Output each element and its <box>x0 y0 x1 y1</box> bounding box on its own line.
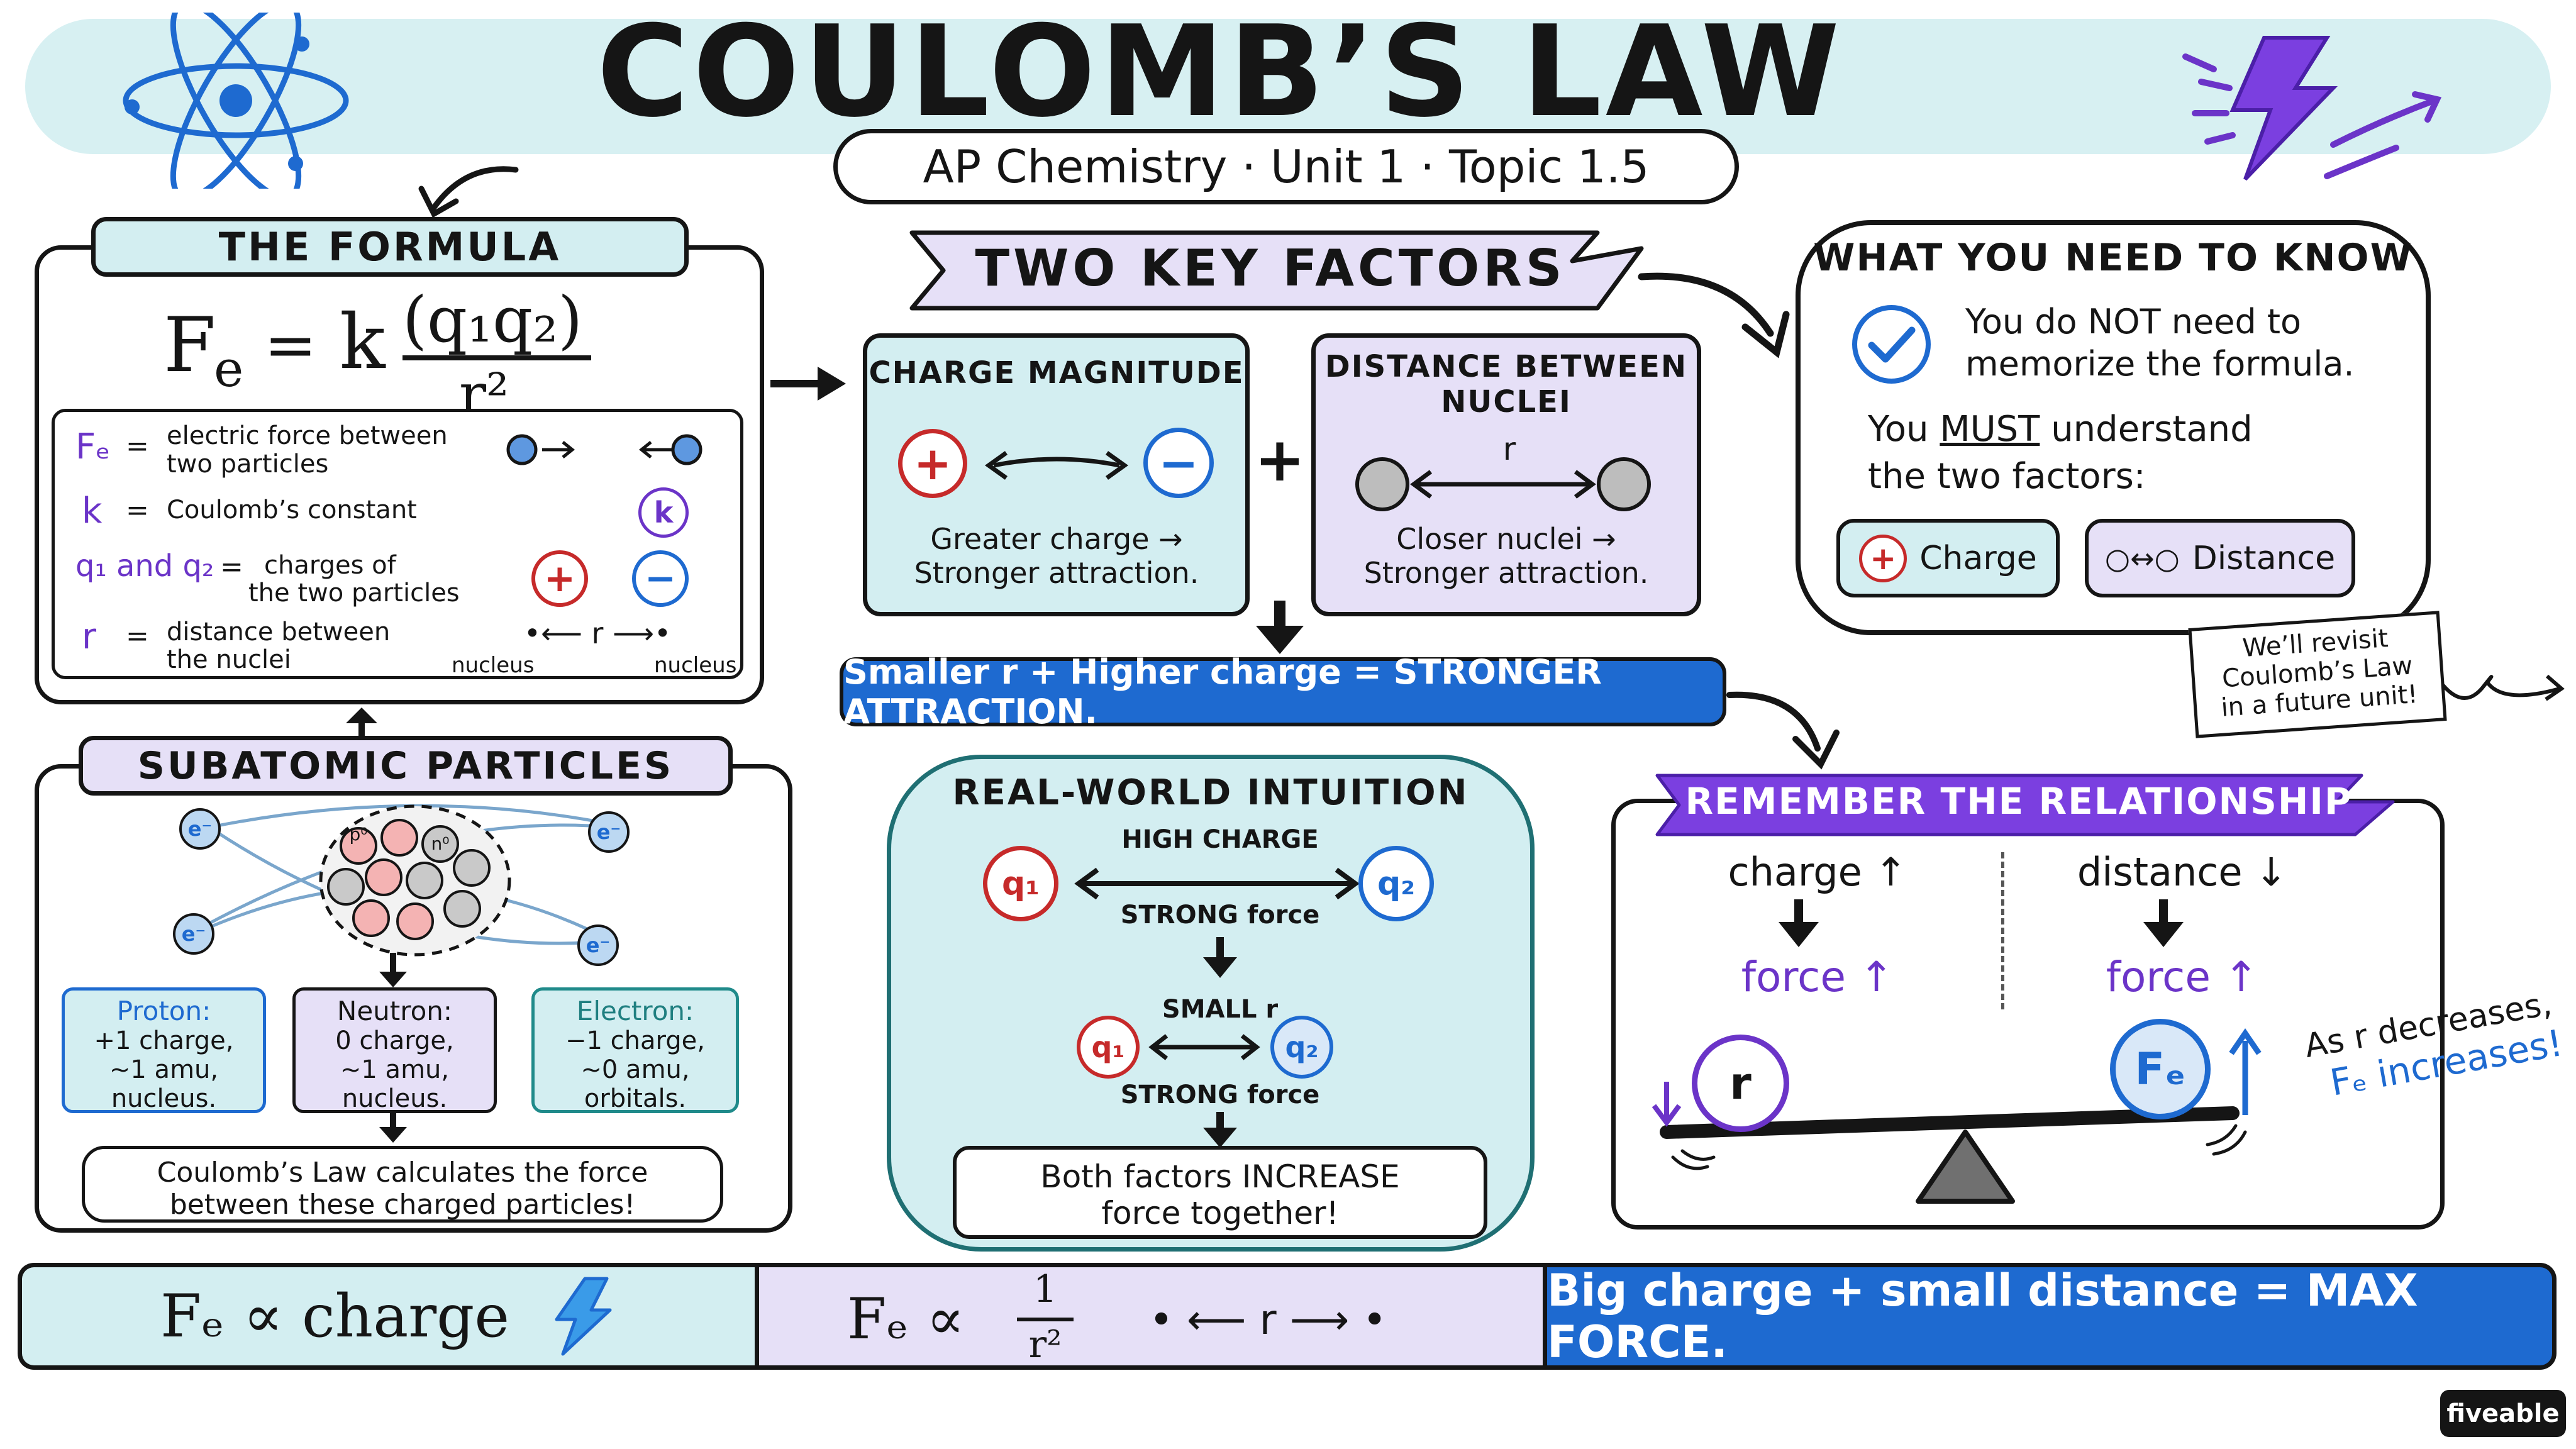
down-arrow-icon <box>1203 937 1237 978</box>
distance-down-label: distance ↓ <box>2077 849 2288 895</box>
legend-row-k: k = Coulomb’s constant <box>82 491 417 531</box>
q2-charge: q₂ <box>1358 846 1434 921</box>
nucleus-label-right: nucleus <box>654 653 737 678</box>
q1-charge: q₁ <box>1077 1016 1140 1079</box>
q1-charge: q₁ <box>983 846 1058 921</box>
charge-magnitude-text: Greater charge → Stronger attraction. <box>914 522 1199 590</box>
distance-pill: ○↔○ Distance <box>2085 519 2355 597</box>
atom-diagram <box>200 804 618 957</box>
negative-charge-icon: − <box>632 550 689 607</box>
footer-r-arrow: • ⟵ r ⟶ • <box>1149 1296 1387 1344</box>
distance-title: DISTANCE BETWEEN NUCLEI <box>1324 349 1688 419</box>
force-up-label: force ↑ <box>1741 953 1894 1001</box>
down-arrow-icon <box>1203 1112 1237 1148</box>
nucleus-distance-arrow: •⟵ r ⟶• <box>523 616 672 650</box>
nuclei-distance-icon: ○↔○ <box>2104 541 2180 575</box>
subatomic-heading: SUBATOMIC PARTICLES <box>79 736 733 796</box>
legend-row-fe: Fₑ = electric force between two particle… <box>75 421 448 479</box>
proton-label: p⁰ <box>349 824 368 845</box>
down-arrow-icon <box>379 1113 407 1143</box>
up-arrow-icon <box>2229 1028 2262 1115</box>
small-r-label: SMALL r <box>1162 995 1279 1024</box>
plus-join: + <box>1254 425 1306 495</box>
down-arrow-icon <box>1779 899 1819 947</box>
formula-equation: F e = k (q₁q₂) r² <box>164 283 667 428</box>
formula-legend <box>52 409 743 679</box>
factors-heading: TWO KEY FACTORS <box>975 239 1566 297</box>
negative-charge-icon: − <box>1143 428 1214 498</box>
need-text-2: You MUST understand the two factors: <box>1868 409 2253 497</box>
strong-force-label: STRONG force <box>1120 1080 1320 1109</box>
electron-icon: e⁻ <box>179 808 221 850</box>
positive-charge-icon: + <box>898 429 967 498</box>
relationship-panel <box>1611 799 2445 1230</box>
stronger-attraction-banner: Smaller r + Higher charge = STRONGER ATT… <box>840 652 1726 731</box>
page-title: COULOMB’S LAW <box>596 0 1844 145</box>
charge-pill: + Charge <box>1836 519 2060 597</box>
squiggle-arrow-icon <box>2441 674 2565 701</box>
double-arrow-icon <box>984 451 1129 480</box>
nuclei-distance-icon <box>1355 457 1651 511</box>
both-factors-box: Both factors INCREASE force together! <box>953 1146 1487 1239</box>
relationship-heading-banner <box>1655 774 2395 836</box>
need-heading: WHAT YOU NEED TO KNOW <box>1813 236 2413 280</box>
repelling-particles-icon <box>506 434 702 465</box>
relationship-divider <box>2001 852 2004 1009</box>
neutron-card: Neutron: 0 charge, ~1 amu, nucleus. <box>292 987 497 1113</box>
revisit-note: We’ll revisit Coulomb’s Law in a future … <box>2188 611 2447 738</box>
positive-charge-icon: + <box>1859 534 1907 582</box>
curved-arrow-icon <box>1638 272 1790 358</box>
fiveable-logo: fiveable <box>2440 1390 2566 1437</box>
down-arrow-icon <box>2143 899 2184 947</box>
charge-up-label: charge ↑ <box>1728 849 1907 895</box>
checkmark-icon <box>1852 305 1931 384</box>
neutron-label: n⁰ <box>431 833 450 854</box>
footer-middle: Fₑ ∝ 1 r² • ⟵ r ⟶ • <box>755 1263 1547 1370</box>
down-arrow-icon <box>1256 601 1304 654</box>
right-arrow-icon <box>770 367 846 401</box>
q2-charge: q₂ <box>1270 1016 1333 1079</box>
formula-heading: THE FORMULA <box>91 217 689 277</box>
electron-card: Electron: −1 charge, ~0 amu, orbitals. <box>531 987 739 1113</box>
subtitle-pill: AP Chemistry · Unit 1 · Topic 1.5 <box>833 129 1739 204</box>
nucleus-label-left: nucleus <box>452 653 535 678</box>
charge-magnitude-title: CHARGE MAGNITUDE <box>869 355 1245 391</box>
curved-arrow-icon <box>1726 691 1840 770</box>
relationship-heading: REMEMBER THE RELATIONSHIP <box>1685 780 2353 823</box>
legend-row-r: r = distance between the nuclei <box>82 616 391 674</box>
subatomic-summary: Coulomb’s Law calculates the force betwe… <box>82 1146 723 1223</box>
distance-text: Closer nuclei → Stronger attraction. <box>1363 522 1649 590</box>
electron-icon: e⁻ <box>588 811 630 853</box>
fe-ball: Fₑ <box>2110 1019 2211 1119</box>
double-arrow-icon <box>1074 867 1360 900</box>
need-text-1: You do NOT need to memorize the formula. <box>1965 302 2355 384</box>
seesaw-diagram <box>1652 1082 2247 1204</box>
lightning-icon <box>555 1277 612 1356</box>
electron-icon: e⁻ <box>577 924 619 966</box>
double-arrow-icon <box>1148 1034 1260 1060</box>
atom-icon <box>123 13 349 189</box>
electron-icon: e⁻ <box>173 913 214 955</box>
k-badge: k <box>638 487 689 538</box>
positive-charge-icon: + <box>531 550 588 607</box>
legend-row-q: q₁ and q₂ = charges of the two particles <box>75 548 460 608</box>
strong-force-label: STRONG force <box>1120 901 1320 930</box>
intuition-heading: REAL-WORLD INTUITION <box>952 772 1469 813</box>
distance-r-label: r <box>1502 431 1516 467</box>
lightning-icon <box>2182 36 2442 181</box>
factors-heading-banner <box>909 230 1644 311</box>
footer-right: Big charge + small distance = MAX FORCE. <box>1547 1263 2557 1370</box>
curved-arrow-icon <box>418 166 519 218</box>
subtitle: AP Chemistry · Unit 1 · Topic 1.5 <box>923 140 1650 193</box>
high-charge-label: HIGH CHARGE <box>1121 825 1319 854</box>
proton-card: Proton: +1 charge, ~1 amu, nucleus. <box>62 987 266 1113</box>
down-arrow-icon <box>379 953 407 987</box>
force-up-label: force ↑ <box>2106 953 2259 1001</box>
footer-left: Fₑ ∝ charge <box>18 1263 755 1370</box>
r-ball: r <box>1692 1035 1789 1132</box>
